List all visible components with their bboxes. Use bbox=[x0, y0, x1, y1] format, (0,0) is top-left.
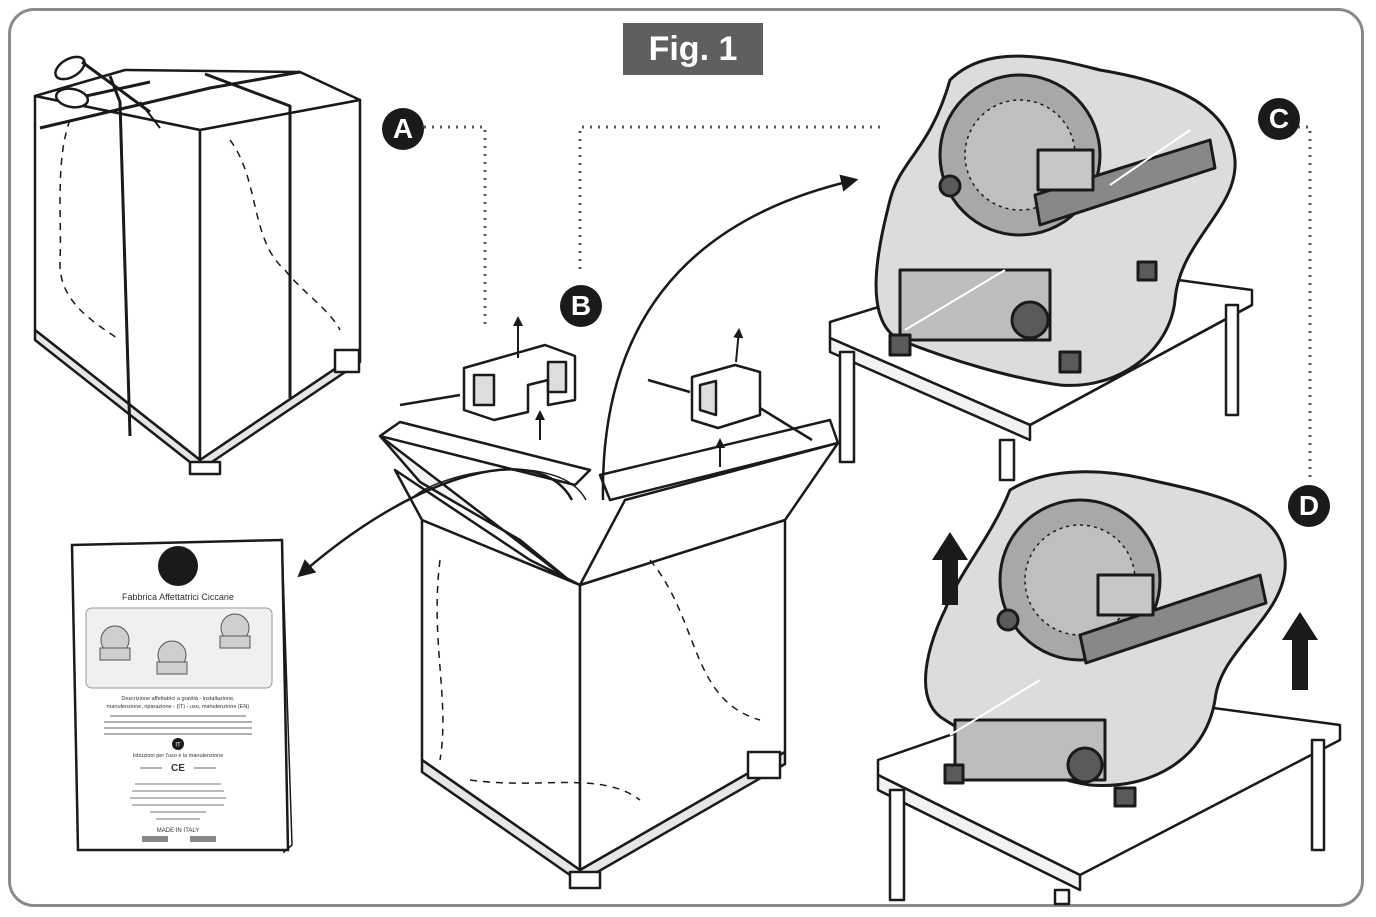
arrow-to-machine bbox=[601, 174, 859, 501]
lift-arrows-large bbox=[932, 532, 1318, 690]
step-badge-d: D bbox=[1288, 485, 1330, 527]
figure-title: Fig. 1 bbox=[623, 23, 763, 75]
manual-brand: Fabbrica Affettatrici Ciccarie bbox=[122, 592, 234, 602]
user-manual: Fabbrica Affettatrici Ciccarie Descrizio… bbox=[70, 538, 293, 854]
manual-line-1: Descrizione affettatrici a gravità - ins… bbox=[121, 696, 235, 702]
ce-mark: CE bbox=[171, 763, 185, 774]
wrapped-slicer bbox=[874, 54, 1237, 387]
lifted-slicer bbox=[924, 470, 1287, 808]
spacer-block-large bbox=[462, 343, 577, 422]
manual-instructions: Istruzioni per l'uso e la manutenzione bbox=[133, 753, 224, 759]
packed-crate bbox=[33, 68, 362, 476]
open-box bbox=[378, 378, 840, 890]
step-badge-b: B bbox=[560, 285, 602, 327]
lift-arrows-small bbox=[513, 316, 744, 467]
spacer-block-small bbox=[690, 363, 762, 430]
step-badge-a: A bbox=[382, 108, 424, 150]
step-badge-c: C bbox=[1258, 98, 1300, 140]
manual-line-2: manutenzione, riparazione - (IT) - uso, … bbox=[107, 704, 250, 710]
manual-logo bbox=[158, 546, 198, 586]
figure-frame bbox=[8, 8, 1364, 907]
scissors-icon bbox=[54, 55, 161, 129]
arrow-to-manual bbox=[297, 468, 574, 578]
made-in-label: MADE IN ITALY bbox=[157, 828, 199, 834]
language-badge: IT bbox=[175, 743, 181, 749]
